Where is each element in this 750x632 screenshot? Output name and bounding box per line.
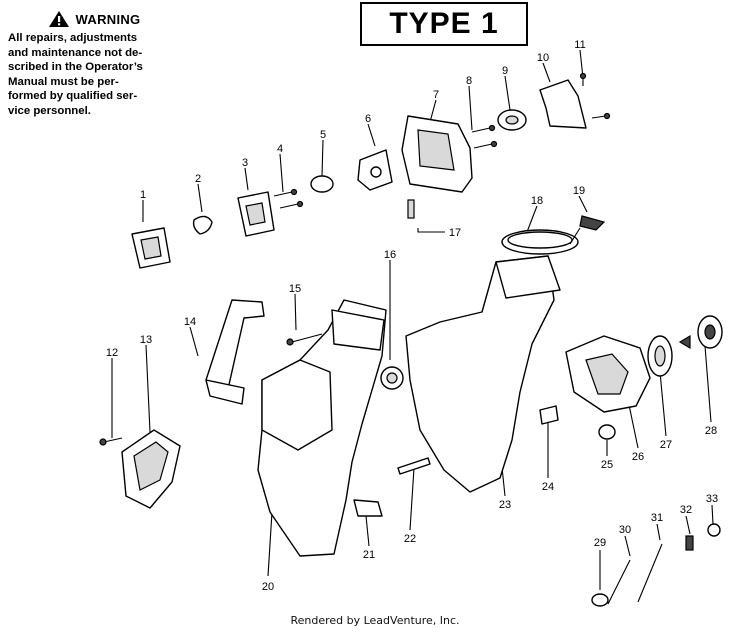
- callout-32: 32: [680, 504, 692, 516]
- warning-line: Manual must be per-: [8, 75, 119, 88]
- warning-line: All repairs, adjustments: [8, 32, 138, 44]
- part-19-knob: [569, 215, 606, 245]
- part-21-latch: [353, 499, 383, 517]
- warning-triangle-icon: [48, 11, 69, 27]
- callout-18: 18: [531, 195, 543, 207]
- callout-27: 27: [660, 439, 672, 451]
- callout-14: 14: [184, 316, 196, 328]
- part-20-housing-left: [257, 299, 387, 557]
- callout-33: 33: [706, 493, 718, 505]
- callout-25: 25: [601, 459, 613, 471]
- part-18-clamp: [501, 229, 579, 255]
- warning-line: and maintenance not de-: [8, 46, 143, 59]
- part-11-screw: [579, 72, 611, 120]
- part-8-screws: [471, 124, 498, 149]
- part-23-housing-right: [405, 255, 561, 493]
- part-25-bumper: [598, 424, 616, 440]
- part-6-throttle: [357, 149, 393, 191]
- callout-30: 30: [619, 524, 631, 536]
- callout-labels: 1 2 3 4 5 6 7 8 9 10 11 12 13 14 15 16 1…: [106, 39, 718, 593]
- warning-line: formed by qualified ser-: [8, 90, 138, 103]
- callout-20: 20: [262, 581, 274, 593]
- warning-line: vice personnel.: [8, 104, 91, 117]
- callout-21: 21: [363, 549, 375, 561]
- exploded-parts-diagram: 1 2 3 4 5 6 7 8 9 10 11 12 13 14 15 16 1…: [99, 39, 723, 607]
- warning-heading-row: WARNING: [8, 10, 180, 28]
- callout-16: 16: [384, 249, 396, 261]
- part-3-block: [237, 191, 275, 237]
- type-label: TYPE 1: [360, 2, 528, 46]
- warning-notice: WARNING All repairs, adjustments and mai…: [8, 10, 180, 119]
- callout-13: 13: [140, 334, 152, 346]
- warning-line: scribed in the Operator’s: [8, 61, 143, 74]
- part-12-screw: [99, 437, 123, 446]
- callout-10: 10: [537, 52, 549, 64]
- part-15-screw: [286, 333, 323, 346]
- callout-12: 12: [106, 347, 118, 359]
- footer-credit: Rendered by LeadVenture, Inc.: [290, 614, 460, 627]
- part-32-fitting: [685, 535, 694, 551]
- callout-6: 6: [365, 113, 371, 125]
- part-29-washer: [591, 593, 609, 607]
- callout-8: 8: [466, 75, 472, 87]
- callout-1: 1: [140, 189, 146, 201]
- callout-22: 22: [404, 533, 416, 545]
- part-2-clip: [192, 215, 213, 235]
- callout-28: 28: [705, 425, 717, 437]
- callout-4: 4: [277, 143, 283, 155]
- part-9-spacer: [497, 109, 527, 131]
- part-5-ring: [310, 175, 334, 193]
- warning-heading: WARNING: [75, 11, 141, 27]
- part-28-nut: [678, 315, 723, 350]
- part-30-tube: [607, 559, 631, 605]
- part-10-bracket: [539, 79, 587, 129]
- part-22-pin: [397, 457, 431, 475]
- part-26-scroll: [565, 335, 651, 413]
- callout-29: 29: [594, 537, 606, 549]
- callout-23: 23: [499, 499, 511, 511]
- callout-15: 15: [289, 283, 301, 295]
- part-4-screws: [273, 188, 304, 209]
- part-31-tube: [637, 543, 663, 603]
- part-33-grommet: [707, 523, 721, 537]
- callout-5: 5: [320, 129, 326, 141]
- callout-2: 2: [195, 173, 201, 185]
- callout-3: 3: [242, 157, 248, 169]
- part-7-cover: [401, 115, 473, 193]
- callout-24: 24: [542, 481, 554, 493]
- part-13-filter-cover: [121, 429, 181, 509]
- part-17-pin: [407, 199, 415, 219]
- part-14-handle: [205, 299, 265, 405]
- callout-9: 9: [502, 65, 508, 77]
- callout-17: 17: [449, 227, 461, 239]
- part-24-clip: [539, 405, 559, 425]
- callout-7: 7: [433, 89, 439, 101]
- part-16-fan: [380, 366, 404, 390]
- callout-31: 31: [651, 512, 663, 524]
- part-1-gasket: [131, 227, 171, 269]
- callout-19: 19: [573, 185, 585, 197]
- callout-26: 26: [632, 451, 644, 463]
- warning-text: All repairs, adjustments and maintenance…: [8, 31, 180, 119]
- part-27-seal: [647, 335, 673, 377]
- callout-11: 11: [574, 39, 585, 51]
- leader-lines: [111, 49, 714, 590]
